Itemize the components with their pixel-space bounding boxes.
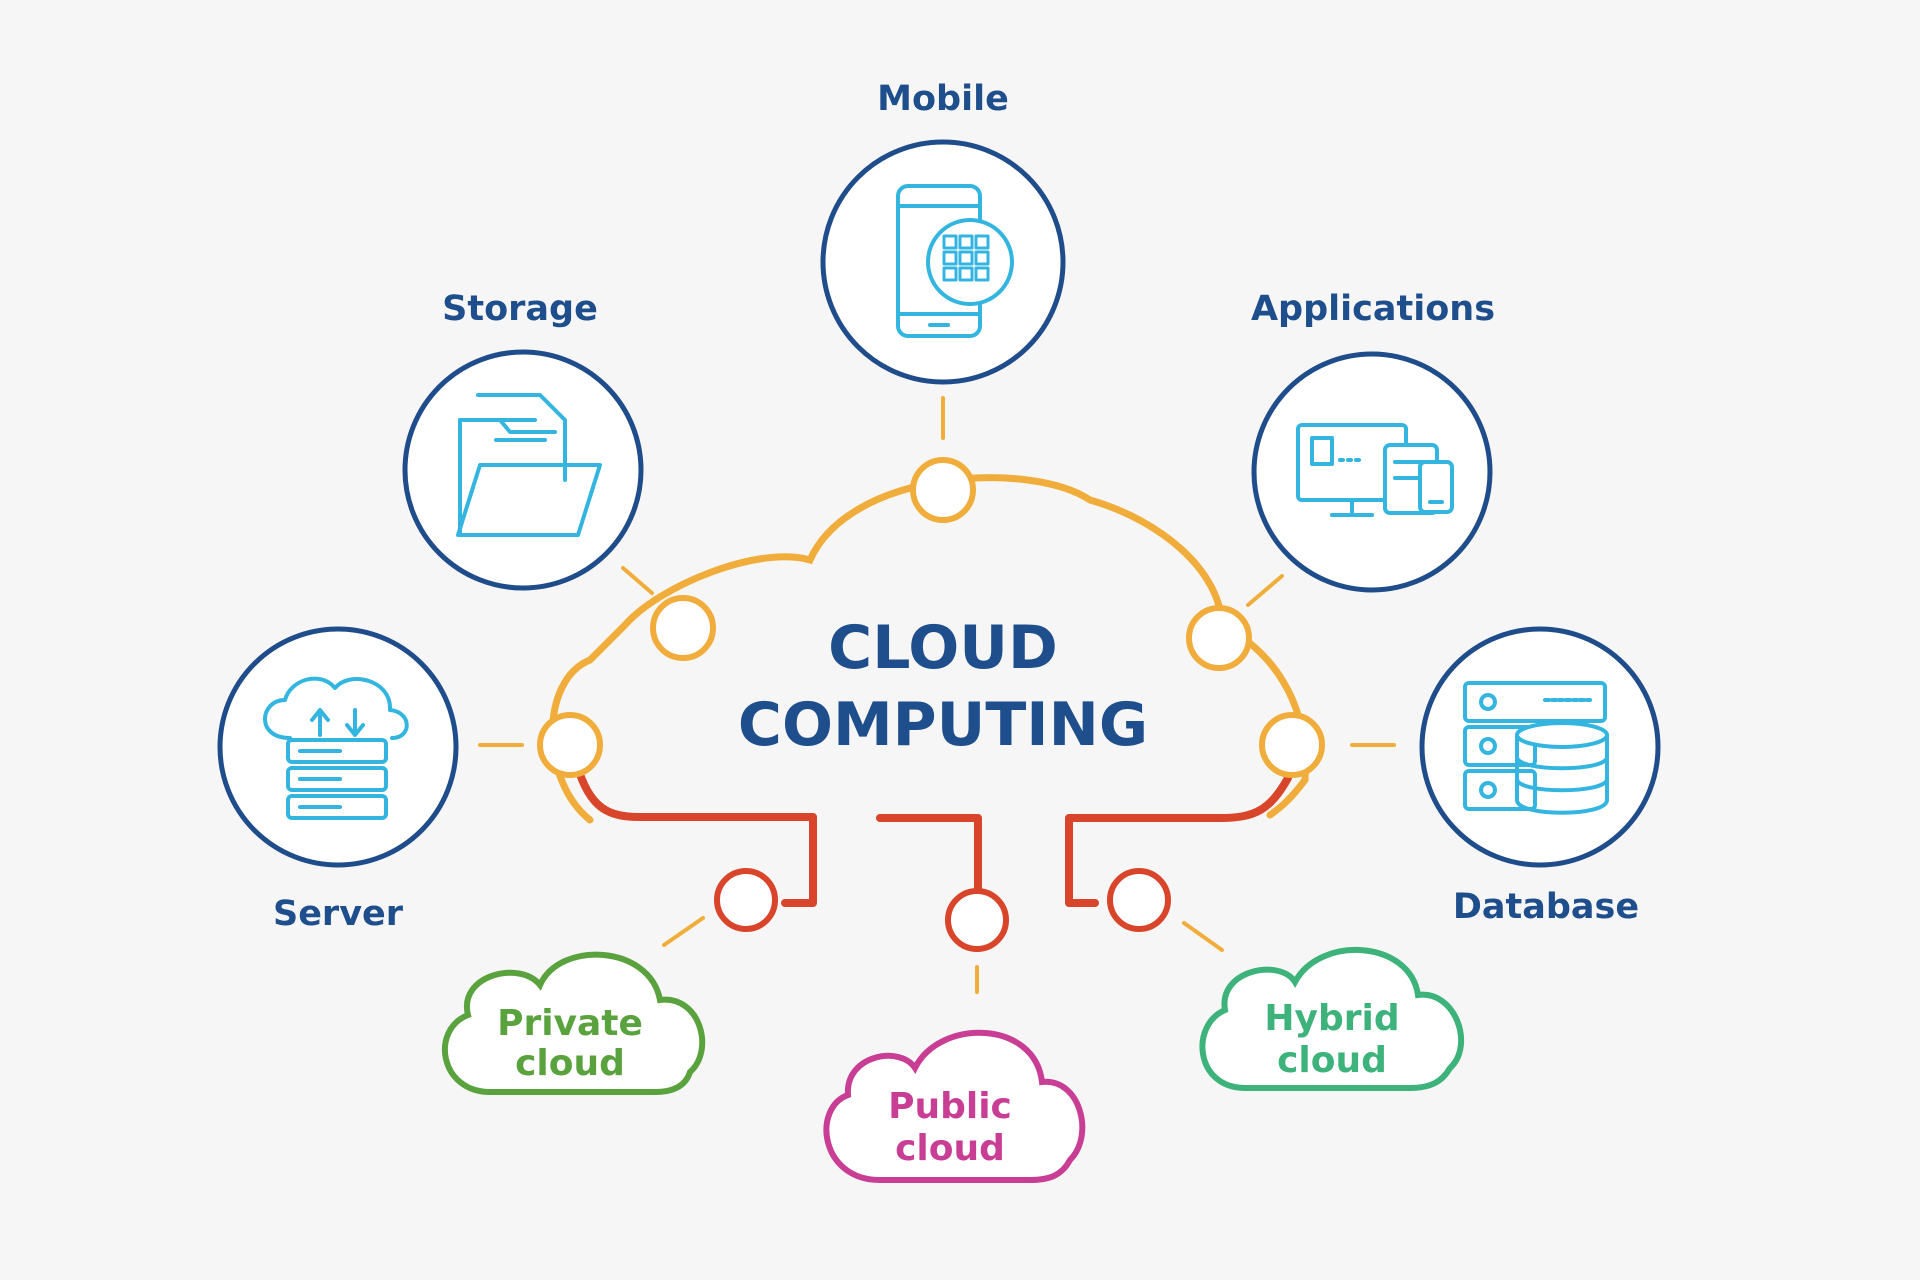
central-cloud-outline xyxy=(549,474,1309,824)
database-label: Database xyxy=(1453,887,1639,927)
cloud-nodes xyxy=(537,457,1325,952)
database-icon xyxy=(1463,681,1609,815)
connector-lines xyxy=(478,396,1396,994)
hybrid-cloud-label-line1: Hybrid xyxy=(1264,998,1399,1039)
server-ring xyxy=(217,626,459,868)
applications-label: Applications xyxy=(1251,289,1495,329)
public-cloud-shape xyxy=(823,1029,1086,1183)
mobile-phone-icon xyxy=(896,184,1014,338)
server-upload-download-icon xyxy=(263,676,409,820)
public-cloud-label-line2: cloud xyxy=(895,1128,1005,1169)
hybrid-cloud-label-line2: cloud xyxy=(1277,1040,1387,1081)
applications-ring xyxy=(1251,351,1493,593)
private-cloud-label-line2: cloud xyxy=(515,1043,625,1084)
diagram-title-line1: CLOUD xyxy=(828,613,1058,683)
hybrid-cloud-shape xyxy=(1199,946,1465,1091)
private-cloud-label-line1: Private xyxy=(497,1003,643,1044)
circuit-lines xyxy=(573,761,1292,907)
diagram-title-line2: COMPUTING xyxy=(738,690,1148,760)
public-cloud-label-line1: Public xyxy=(888,1086,1012,1127)
private-cloud-shape xyxy=(442,951,706,1095)
devices-icon xyxy=(1296,423,1454,517)
storage-label: Storage xyxy=(442,289,598,329)
folder-documents-icon xyxy=(456,393,602,537)
mobile-label: Mobile xyxy=(877,79,1009,119)
storage-ring xyxy=(402,349,644,591)
server-label: Server xyxy=(273,894,404,934)
